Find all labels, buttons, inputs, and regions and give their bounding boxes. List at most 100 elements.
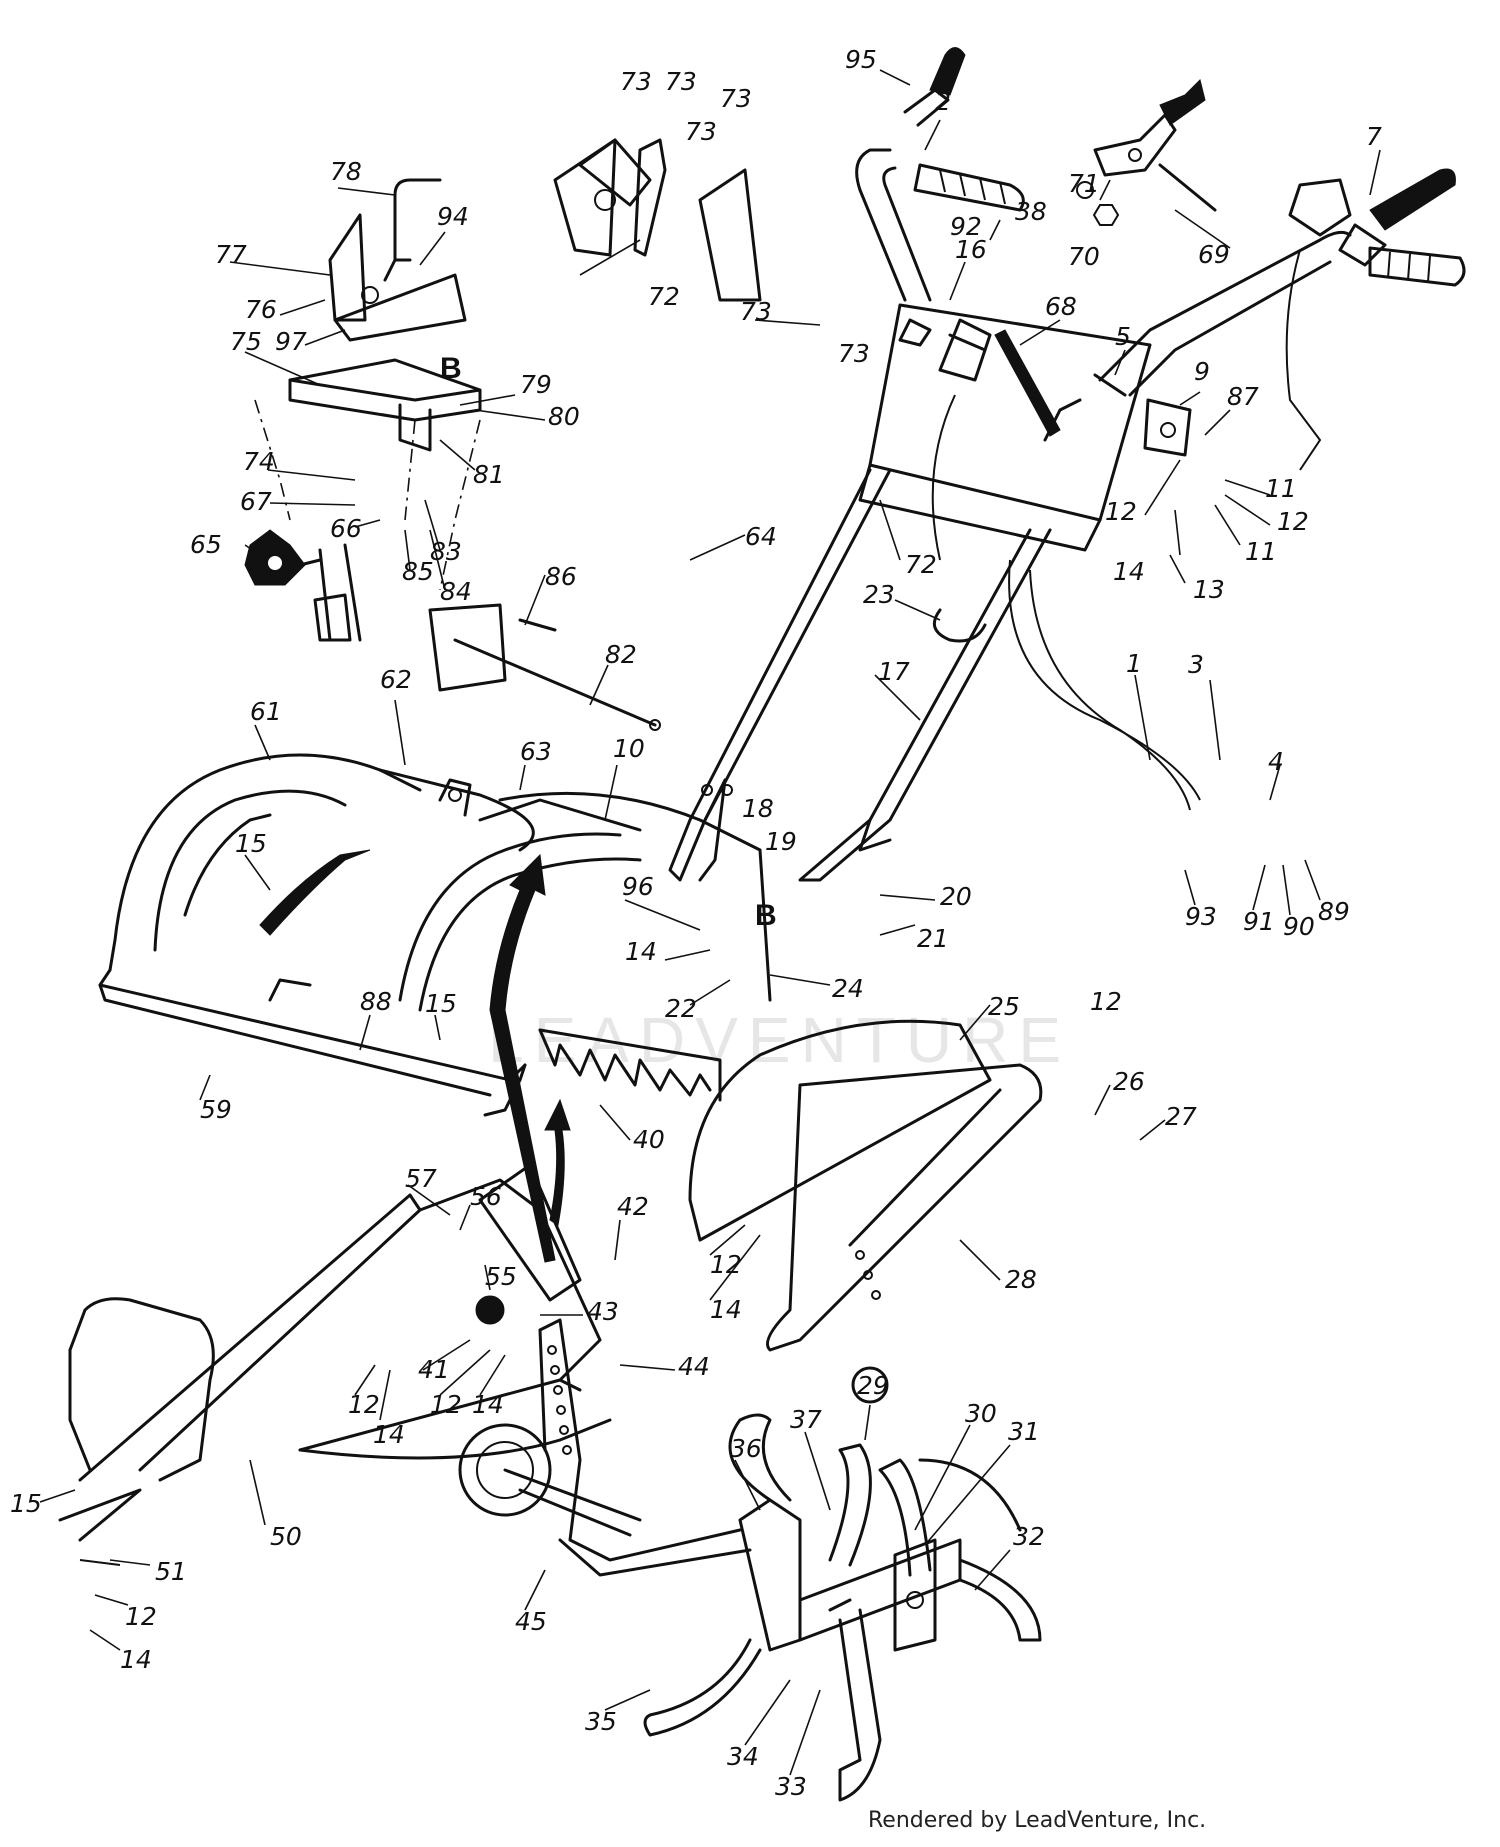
handle-assembly bbox=[668, 47, 1466, 882]
label-30: 30 bbox=[965, 1399, 997, 1428]
label-18: 18 bbox=[742, 794, 774, 823]
motion-arrow-upper bbox=[489, 853, 556, 1263]
label-85: 85 bbox=[402, 557, 434, 586]
label-14-f: 14 bbox=[120, 1645, 152, 1674]
label-55: 55 bbox=[485, 1262, 517, 1291]
label-65: 65 bbox=[190, 530, 222, 559]
label-72-a: 72 bbox=[648, 282, 680, 311]
label-12-a: 12 bbox=[1105, 497, 1137, 526]
label-11-b: 11 bbox=[1245, 537, 1277, 566]
label-25: 25 bbox=[988, 992, 1020, 1021]
label-96: 96 bbox=[622, 872, 654, 901]
label-66: 66 bbox=[330, 514, 362, 543]
label-68: 68 bbox=[1045, 292, 1077, 321]
label-20: 20 bbox=[940, 882, 972, 911]
label-14-e: 14 bbox=[472, 1390, 504, 1419]
label-94: 94 bbox=[437, 202, 469, 231]
label-86: 86 bbox=[545, 562, 577, 591]
reference-marker-b-lower: B bbox=[755, 899, 777, 932]
label-7: 7 bbox=[1366, 122, 1382, 151]
label-12-b: 12 bbox=[1277, 507, 1309, 536]
label-27: 27 bbox=[1165, 1102, 1197, 1131]
label-87: 87 bbox=[1227, 382, 1259, 411]
depth-bar-bracket-assembly bbox=[244, 178, 661, 731]
label-22: 22 bbox=[665, 994, 697, 1023]
label-50: 50 bbox=[270, 1522, 302, 1551]
label-84: 84 bbox=[440, 577, 472, 606]
label-13: 13 bbox=[1193, 575, 1225, 604]
label-90: 90 bbox=[1283, 912, 1315, 941]
label-51: 51 bbox=[155, 1557, 187, 1586]
label-17: 17 bbox=[878, 657, 910, 686]
tine-assembly bbox=[643, 1413, 1042, 1802]
lever-bracket-assembly bbox=[553, 138, 762, 302]
label-91: 91 bbox=[1243, 907, 1275, 936]
label-43: 43 bbox=[587, 1297, 619, 1326]
leader-lines bbox=[39, 69, 1381, 1776]
label-61: 61 bbox=[250, 697, 282, 726]
label-38: 38 bbox=[1015, 197, 1047, 226]
label-37: 37 bbox=[790, 1405, 822, 1434]
label-81: 81 bbox=[473, 460, 505, 489]
label-42: 42 bbox=[617, 1192, 649, 1221]
render-credit: Rendered by LeadVenture, Inc. bbox=[868, 1808, 1207, 1833]
label-77: 77 bbox=[215, 240, 247, 269]
label-88: 88 bbox=[360, 987, 392, 1016]
label-34: 34 bbox=[727, 1742, 759, 1771]
label-36: 36 bbox=[730, 1434, 762, 1463]
label-11-a: 11 bbox=[1265, 474, 1297, 503]
label-14-a: 14 bbox=[1113, 557, 1145, 586]
label-12-d: 12 bbox=[348, 1390, 380, 1419]
label-19: 19 bbox=[765, 827, 797, 856]
transmission-frame bbox=[58, 1163, 752, 1577]
label-73-f: 73 bbox=[838, 339, 870, 368]
label-62: 62 bbox=[380, 665, 412, 694]
throttle-lever-assembly bbox=[1076, 79, 1217, 226]
label-64: 64 bbox=[745, 522, 777, 551]
label-1: 1 bbox=[1126, 649, 1142, 678]
label-75: 75 bbox=[230, 327, 262, 356]
label-82: 82 bbox=[605, 640, 637, 669]
label-14-c: 14 bbox=[710, 1295, 742, 1324]
label-44: 44 bbox=[678, 1352, 710, 1381]
label-5: 5 bbox=[1115, 322, 1131, 351]
label-72-b: 72 bbox=[905, 550, 937, 579]
label-14-b: 14 bbox=[625, 937, 657, 966]
label-73-a: 73 bbox=[620, 67, 652, 96]
label-12-g: 12 bbox=[1090, 987, 1122, 1016]
label-9: 9 bbox=[1194, 357, 1210, 386]
label-95: 95 bbox=[845, 45, 877, 74]
label-12-e: 12 bbox=[430, 1390, 462, 1419]
label-70: 70 bbox=[1068, 242, 1100, 271]
label-15-a: 15 bbox=[235, 829, 267, 858]
label-73-b: 73 bbox=[665, 67, 697, 96]
label-26: 26 bbox=[1113, 1067, 1145, 1096]
label-21: 21 bbox=[917, 924, 949, 953]
label-73-d: 73 bbox=[685, 117, 717, 146]
label-45: 45 bbox=[515, 1607, 547, 1636]
label-97: 97 bbox=[275, 327, 307, 356]
label-57: 57 bbox=[405, 1164, 437, 1193]
label-2: 2 bbox=[935, 87, 951, 116]
label-32: 32 bbox=[1013, 1522, 1045, 1551]
label-67: 67 bbox=[240, 487, 272, 516]
label-74: 74 bbox=[243, 447, 275, 476]
label-40: 40 bbox=[633, 1125, 665, 1154]
label-15-b: 15 bbox=[425, 989, 457, 1018]
label-14-d: 14 bbox=[373, 1420, 405, 1449]
label-71: 71 bbox=[1068, 169, 1100, 198]
label-59: 59 bbox=[200, 1095, 232, 1124]
label-92: 92 bbox=[950, 212, 982, 241]
label-4: 4 bbox=[1268, 747, 1284, 776]
label-63: 63 bbox=[520, 737, 552, 766]
label-33: 33 bbox=[775, 1772, 807, 1801]
label-73-c: 73 bbox=[720, 84, 752, 113]
label-35: 35 bbox=[585, 1707, 617, 1736]
label-15-c: 15 bbox=[10, 1489, 42, 1518]
label-24: 24 bbox=[832, 974, 864, 1003]
label-23: 23 bbox=[863, 580, 895, 609]
label-16: 16 bbox=[955, 235, 987, 264]
label-89: 89 bbox=[1318, 897, 1350, 926]
label-28: 28 bbox=[1005, 1265, 1037, 1294]
